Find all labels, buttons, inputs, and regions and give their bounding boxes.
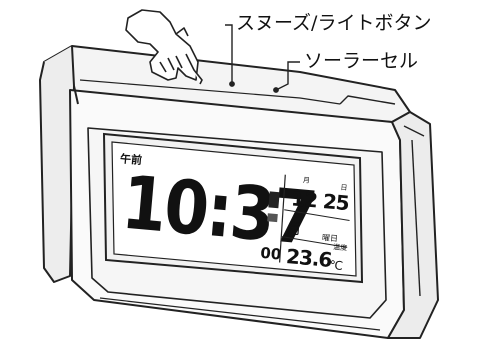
- leader-snooze: [225, 24, 233, 82]
- month-mark: 月: [303, 176, 311, 185]
- leader-solar: [275, 61, 300, 91]
- seconds-display: 00: [260, 244, 282, 264]
- lcd-content: 午前 10:37 00 月 日 12 25 月 曜日 温度 23.6 ℃: [118, 151, 350, 273]
- ampm-label: 午前: [119, 151, 142, 167]
- leader-lines: [225, 24, 300, 93]
- bell-icon: [267, 213, 278, 223]
- lcd-window: [102, 132, 364, 284]
- leader-snooze-dot: [229, 81, 235, 87]
- signal-icon: [268, 191, 280, 209]
- weekday-label: 曜日: [322, 233, 339, 243]
- lcd-divider-v: [279, 174, 286, 263]
- temperature-display: 23.6: [285, 244, 332, 272]
- pointing-hand-icon: [125, 9, 203, 85]
- lcd-divider-h1: [284, 209, 350, 221]
- day-mark: 日: [340, 184, 348, 193]
- date-display: 12 25: [290, 186, 350, 215]
- weekday-value: 月: [286, 219, 303, 238]
- snooze-light-button-label: スヌーズ/ライトボタン: [236, 12, 432, 34]
- leader-solar-dot: [273, 87, 279, 93]
- temp-label: 温度: [333, 242, 348, 252]
- lcd-divider-h2: [281, 236, 348, 248]
- temp-unit: ℃: [329, 258, 344, 273]
- solar-cell-label: ソーラーセル: [304, 50, 419, 72]
